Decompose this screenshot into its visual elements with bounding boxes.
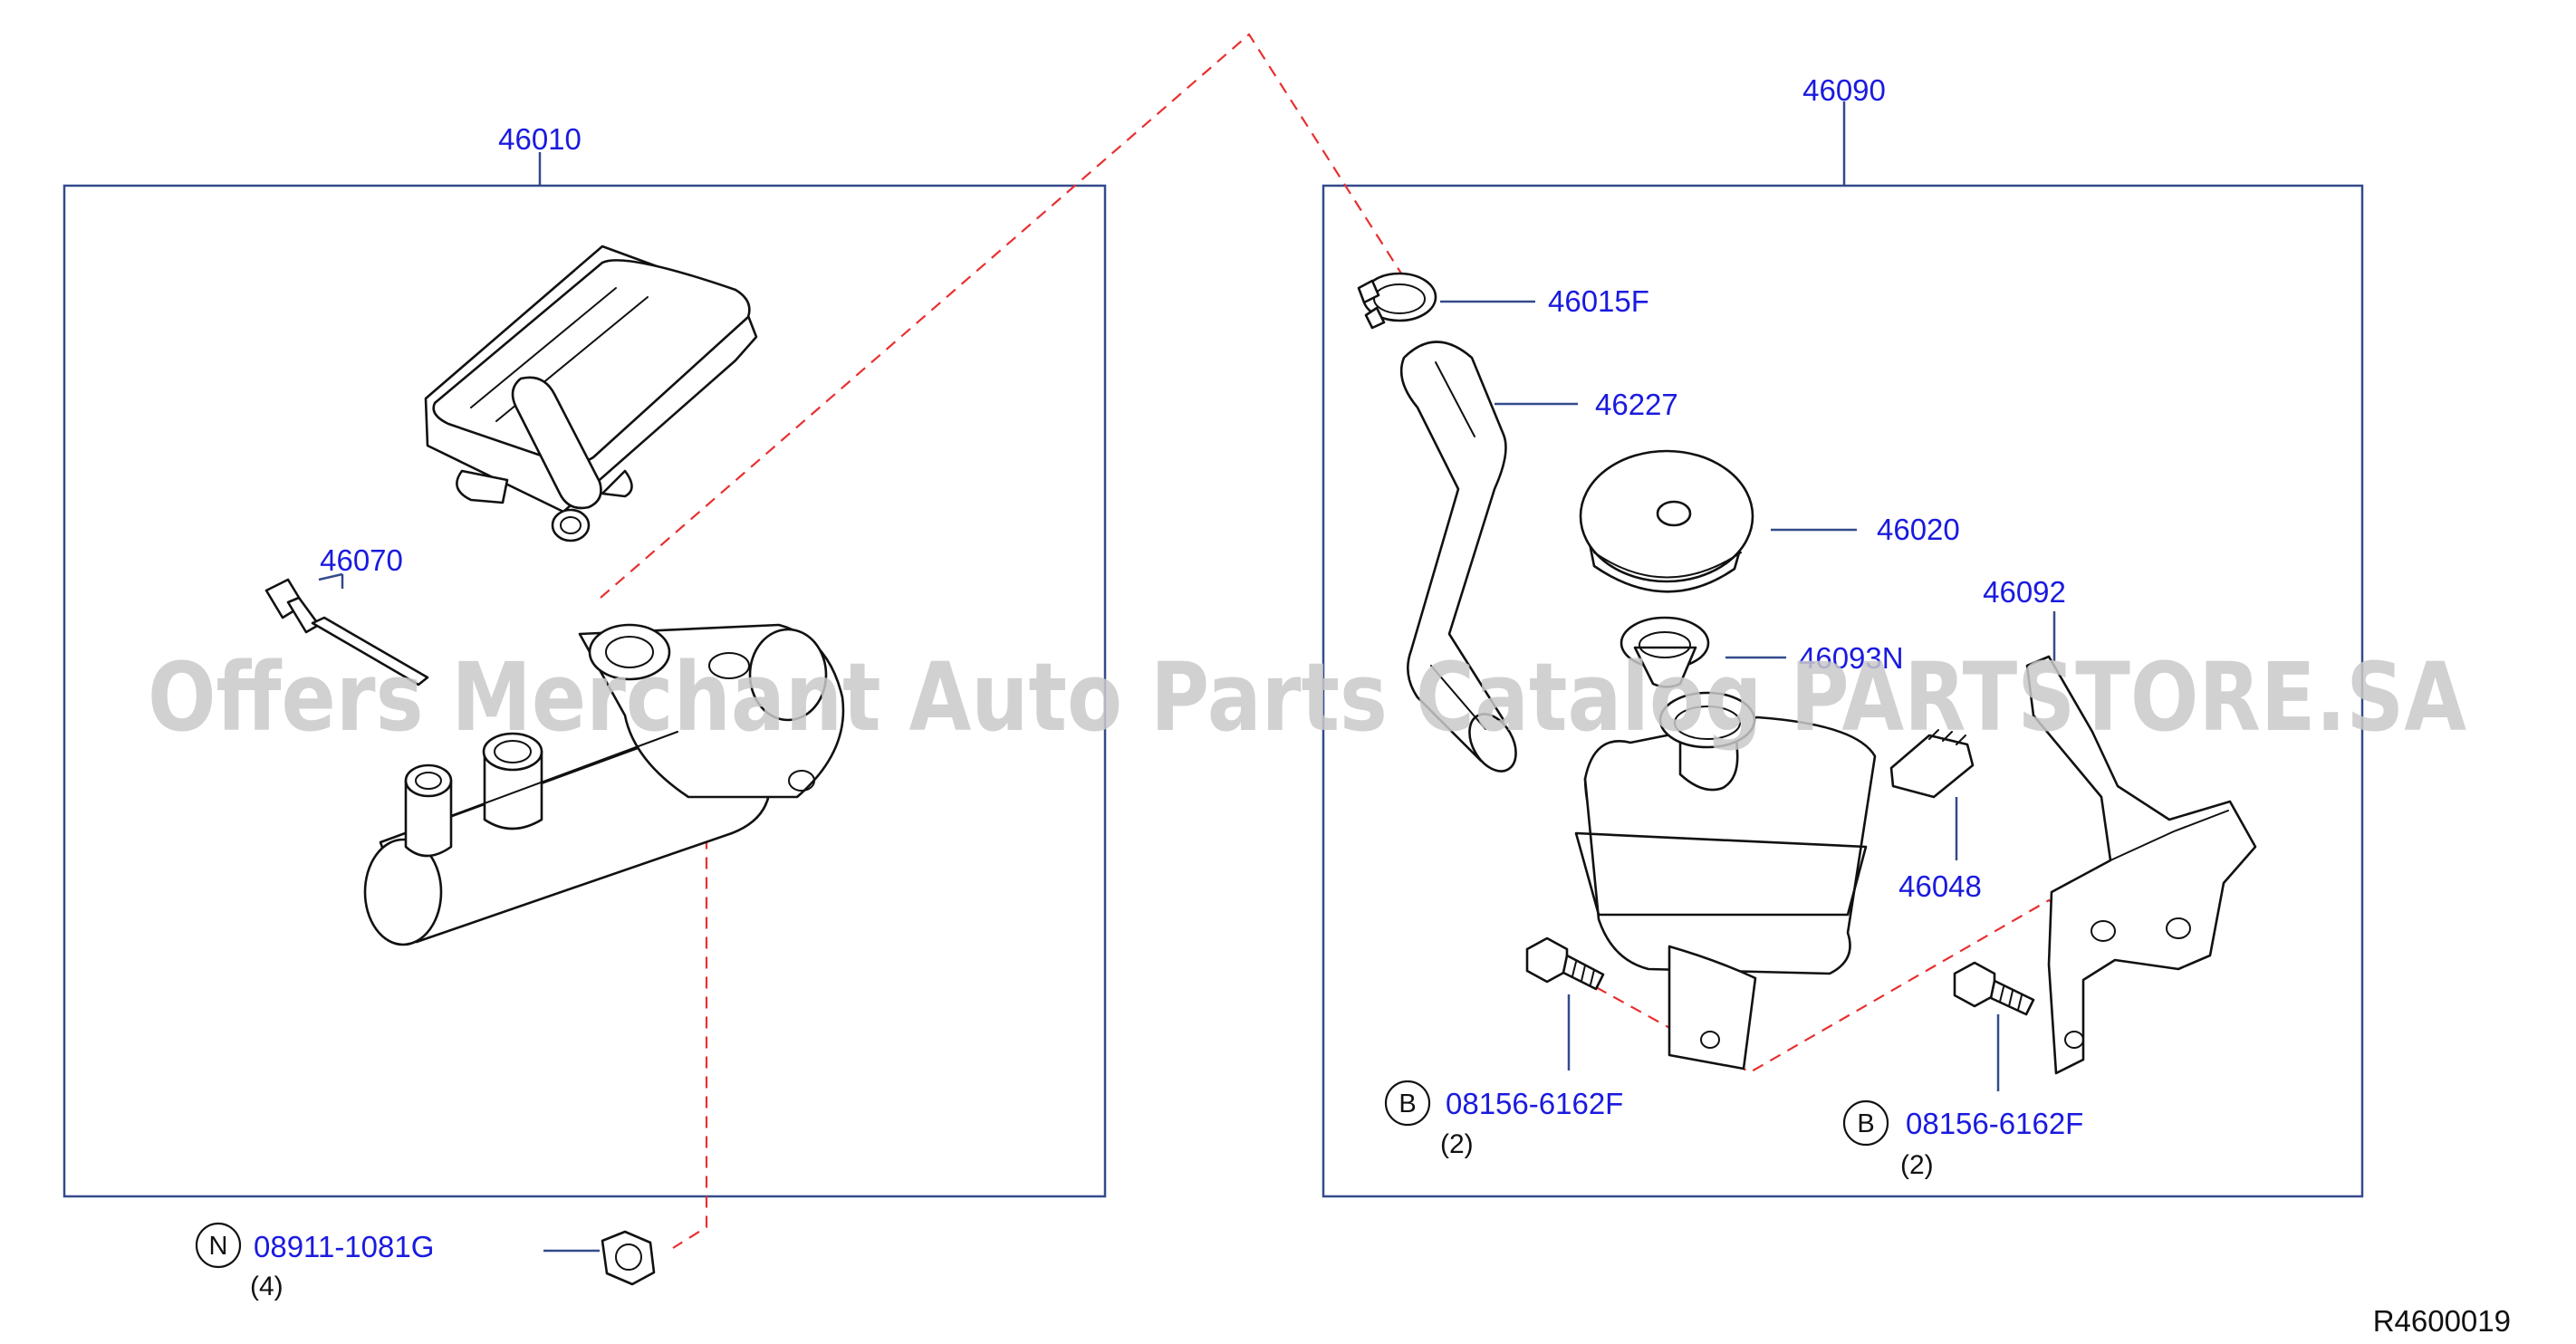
assembly-label-left[interactable]: 46010 — [498, 122, 582, 156]
label-hose[interactable]: 46227 — [1595, 388, 1678, 421]
nut-symbol: N — [209, 1232, 228, 1261]
bolt-right-symbol: B — [1857, 1109, 1874, 1138]
nut-part[interactable] — [601, 1230, 656, 1286]
bolt-left-symbol-circle — [1384, 1080, 1431, 1127]
bracket-part[interactable] — [2025, 655, 2257, 1075]
label-bolt-left[interactable]: 08156-6162F — [1446, 1087, 1623, 1120]
bolt-left-part[interactable] — [1525, 936, 1605, 991]
label-connector[interactable]: 46048 — [1898, 869, 1982, 903]
guide-line-hose — [600, 33, 1404, 599]
strainer-part[interactable] — [1620, 616, 1710, 688]
connector-part[interactable] — [1889, 729, 1975, 799]
label-clip[interactable]: 46015F — [1548, 284, 1649, 318]
assembly-box-left — [62, 184, 1107, 1198]
clip-part[interactable] — [1357, 272, 1437, 330]
label-bolt-right[interactable]: 08156-6162F — [1906, 1107, 2083, 1140]
assembly-label-right[interactable]: 46090 — [1802, 73, 1886, 107]
label-nut[interactable]: 08911-1081G — [254, 1230, 434, 1263]
bolt-right-qty: (2) — [1900, 1150, 1934, 1180]
cap-part[interactable] — [1579, 449, 1754, 593]
watermark: Offers Merchant Auto Parts Catalog PARTS… — [148, 642, 2466, 753]
nut-symbol-circle — [195, 1222, 242, 1269]
bolt-right-symbol-circle — [1842, 1099, 1889, 1147]
bolt-left-symbol: B — [1399, 1090, 1416, 1118]
bolt-right-part[interactable] — [1953, 961, 2035, 1016]
nut-qty: (4) — [250, 1272, 284, 1301]
hose-part[interactable] — [1399, 341, 1525, 780]
pin-part[interactable] — [264, 578, 429, 686]
label-strainer[interactable]: 46093N — [1799, 641, 1904, 675]
tank-part[interactable] — [1574, 691, 1877, 1070]
assembly-box-right — [1322, 184, 2364, 1198]
bolt-left-qty: (2) — [1440, 1129, 1474, 1159]
reference-code: R4600019 — [2373, 1304, 2511, 1338]
label-pin[interactable]: 46070 — [320, 543, 403, 577]
label-bracket[interactable]: 46092 — [1983, 575, 2066, 609]
leader-pin — [318, 572, 343, 581]
master-cylinder-part[interactable] — [363, 623, 845, 946]
label-cap[interactable]: 46020 — [1877, 513, 1960, 546]
reservoir-part[interactable] — [424, 245, 758, 542]
